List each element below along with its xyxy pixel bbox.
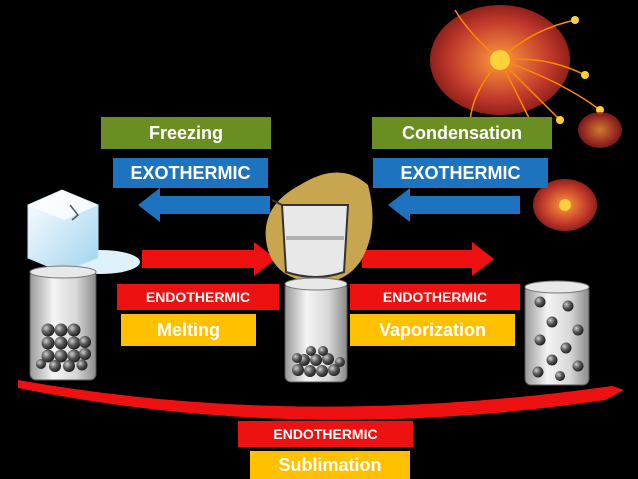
melting-label: Melting <box>121 314 256 346</box>
condensation-arrow <box>388 188 520 222</box>
freezing-arrow <box>138 188 270 222</box>
beaker-gas-icon <box>524 280 590 386</box>
melting-arrow <box>142 242 276 276</box>
vaporization-label: Vaporization <box>350 314 515 346</box>
beaker-liquid-icon <box>265 172 373 283</box>
endothermic-right-label: ENDOTHERMIC <box>350 284 520 310</box>
sublimation-arrow <box>18 380 624 420</box>
beaker-liquid-particles-icon <box>284 277 348 383</box>
endothermic-bottom-label: ENDOTHERMIC <box>238 421 413 447</box>
sublimation-label: Sublimation <box>250 451 410 479</box>
flower-icon <box>430 5 622 231</box>
beaker-solid-icon <box>29 265 97 381</box>
ice-cube-icon <box>27 189 140 274</box>
vaporization-arrow <box>362 242 494 276</box>
exothermic-left-label: EXOTHERMIC <box>113 158 268 188</box>
freezing-label: Freezing <box>101 117 271 149</box>
endothermic-left-label: ENDOTHERMIC <box>117 284 279 310</box>
condensation-label: Condensation <box>372 117 552 149</box>
exothermic-right-label: EXOTHERMIC <box>373 158 548 188</box>
